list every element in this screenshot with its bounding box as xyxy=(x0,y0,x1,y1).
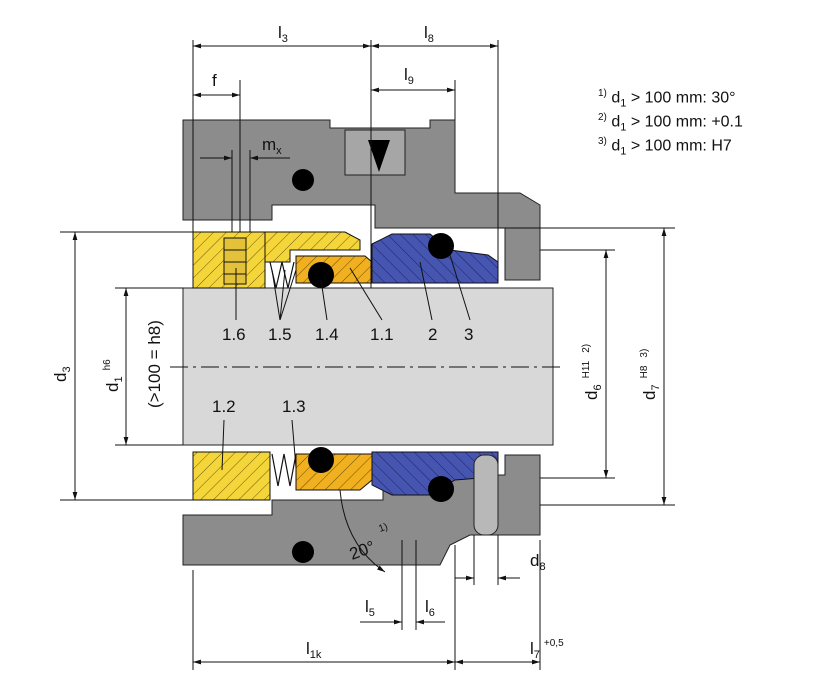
part-3: 3 xyxy=(464,325,473,344)
label-l8: l8 xyxy=(424,23,434,45)
footnote-2: 2) d1 > 100 mm: +0.1 xyxy=(598,112,743,134)
seal-top xyxy=(192,129,499,289)
label-l6: l6 xyxy=(425,597,435,619)
label-d7: d7H83) xyxy=(639,349,662,400)
label-l5: l5 xyxy=(365,597,375,619)
footnotes: 1) d1 > 100 mm: 30° 2) d1 > 100 mm: +0.1… xyxy=(598,82,743,158)
dimension-lines xyxy=(60,40,675,670)
label-d3: d3 xyxy=(51,366,73,382)
footnote-3: 3) d1 > 100 mm: H7 xyxy=(598,136,732,158)
label-mx: mx xyxy=(262,135,282,157)
footnote-1: 1) d1 > 100 mm: 30° xyxy=(598,88,736,110)
part-1-5: 1.5 xyxy=(268,325,292,344)
label-d1-alt: (>100 = h8) xyxy=(145,320,164,408)
label-l7: l7+0,5 xyxy=(530,638,564,661)
label-f: f xyxy=(212,71,217,90)
label-angle-note: 1) xyxy=(377,521,389,534)
part-1-2: 1.2 xyxy=(212,397,236,416)
label-d8: d8 xyxy=(530,551,546,573)
part-2: 2 xyxy=(428,325,437,344)
dimension-labels: l3 l8 l9 f mx d3 d1h6 (>100 = h8) d6H112… xyxy=(51,23,662,661)
part-1-3: 1.3 xyxy=(282,397,306,416)
part-1-6: 1.6 xyxy=(222,325,246,344)
label-d1: d1h6 xyxy=(102,359,125,392)
label-l1k: l1k xyxy=(306,639,322,661)
label-l3: l3 xyxy=(278,23,288,45)
label-l9: l9 xyxy=(404,65,414,87)
seal-bottom xyxy=(192,447,499,563)
part-labels: 1.6 1.5 1.4 1.1 2 3 1.2 1.3 xyxy=(212,325,473,416)
label-d6: d6H112) xyxy=(581,344,604,400)
part-1-4: 1.4 xyxy=(315,325,339,344)
part-1-1: 1.1 xyxy=(370,325,394,344)
